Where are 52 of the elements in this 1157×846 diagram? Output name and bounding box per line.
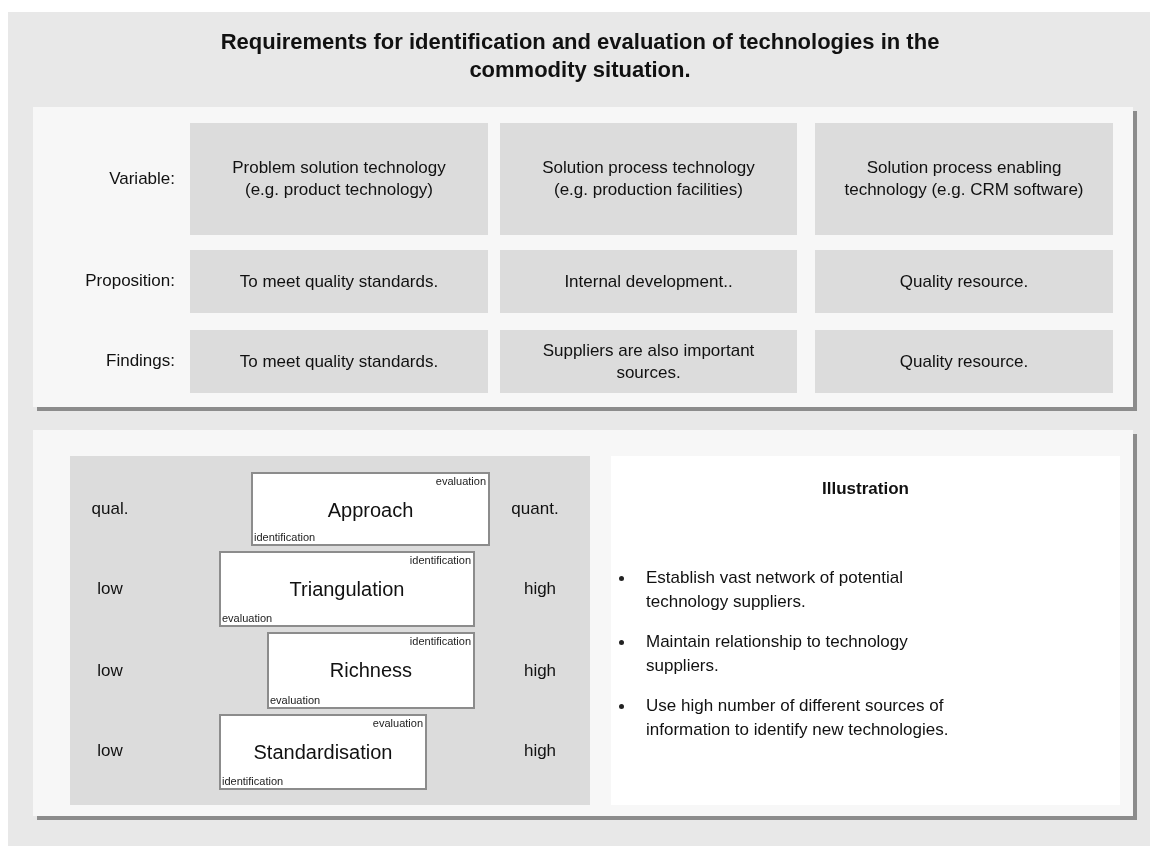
bullet-text: Use high number of different sources of information to identify new technologies. xyxy=(646,694,950,741)
table-cell xyxy=(500,123,797,235)
row-label: quant. xyxy=(510,498,560,520)
corner-label: identification xyxy=(222,774,284,788)
table-cell xyxy=(815,250,1113,313)
box-title: Approach xyxy=(326,498,415,522)
corner-label: evaluation xyxy=(372,716,423,730)
text-panel xyxy=(611,456,1120,805)
row-label: high xyxy=(522,578,558,600)
table-cell xyxy=(500,330,797,393)
corner-label: evaluation xyxy=(270,693,321,707)
panel-heading: Illustration xyxy=(822,478,909,500)
row-label: low xyxy=(96,578,124,600)
title: Requirements for identification and evaluation of technologies in the commodity situation. xyxy=(219,28,941,84)
cell-text: Solution process enabling technology (e.g. CRM software) xyxy=(844,157,1084,201)
table-cell xyxy=(815,330,1113,393)
row-label: high xyxy=(522,660,558,682)
table-cell xyxy=(190,250,488,313)
cell-text: Quality resource. xyxy=(899,350,1029,373)
rating-box xyxy=(251,472,490,546)
row-label: high xyxy=(522,740,558,762)
row-label: Proposition: xyxy=(84,270,175,292)
corner-label: identification xyxy=(409,553,471,567)
rating-box xyxy=(219,551,475,627)
row-label: qual. xyxy=(90,498,130,520)
bullet-text: Establish vast network of potential technology suppliers. xyxy=(646,566,905,613)
row-label: Findings: xyxy=(105,350,175,372)
row-label: low xyxy=(96,740,124,762)
box-title: Richness xyxy=(328,658,414,682)
table-cell xyxy=(190,123,488,235)
corner-label: evaluation xyxy=(435,474,486,488)
rating-box xyxy=(267,632,475,709)
cell-text: Internal development.. xyxy=(564,270,733,293)
cell-text: Problem solution technology (e.g. product technology) xyxy=(231,157,447,201)
corner-label: identification xyxy=(409,634,471,648)
row-label: low xyxy=(96,660,124,682)
cell-text: Quality resource. xyxy=(899,270,1029,293)
cell-text: To meet quality standards. xyxy=(239,270,439,293)
cell-text: Solution process technology (e.g. production facilities) xyxy=(541,157,756,201)
table-cell xyxy=(815,123,1113,235)
cell-text: Suppliers are also important sources. xyxy=(541,339,756,384)
corner-label: identification xyxy=(254,530,316,544)
box-title: Triangulation xyxy=(288,577,406,601)
row-label: Variable: xyxy=(108,168,175,190)
bullet-text: Maintain relationship to technology suppliers. xyxy=(646,630,909,677)
rating-box xyxy=(219,714,427,790)
table-cell xyxy=(500,250,797,313)
corner-label: evaluation xyxy=(222,611,273,625)
table-cell xyxy=(190,330,488,393)
cell-text: To meet quality standards. xyxy=(239,350,439,373)
box-title: Standardisation xyxy=(252,740,394,764)
chart-background xyxy=(70,456,590,805)
